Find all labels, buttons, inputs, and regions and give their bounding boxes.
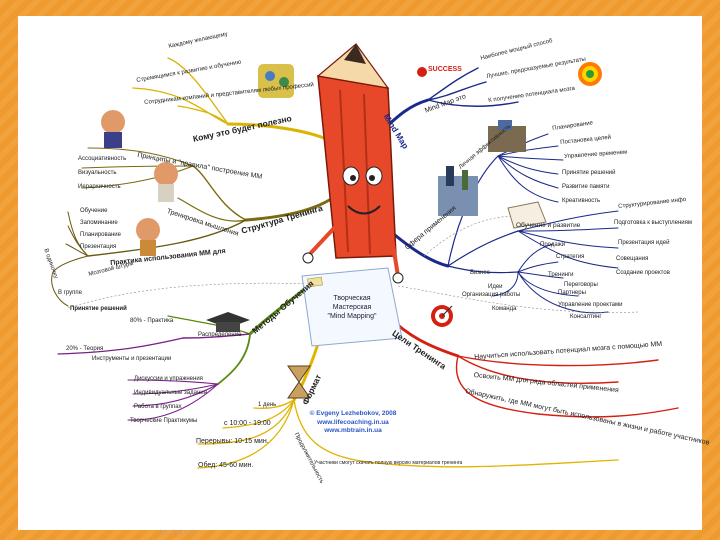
mind-map-canvas xyxy=(18,16,702,530)
leaf-scope-18: Продажи xyxy=(540,242,565,248)
leaf-structure-7: Планирование xyxy=(80,232,121,238)
leaf-scope-8: Обучение и развитие xyxy=(516,222,580,229)
rainbow-head-icon xyxy=(578,62,602,86)
leaf-scope-24: Управление проектами xyxy=(558,302,622,308)
leaf-scope-6: Развитие памяти xyxy=(562,184,610,190)
leaf-scope-5: Принятие решений xyxy=(562,170,616,176)
brain-reader-icon xyxy=(101,110,125,148)
leaf-structure-6: Запоминание xyxy=(80,220,118,226)
leaf-structure-12: В группе xyxy=(58,290,82,296)
credit-link-1: www.lifecoaching.in.ua xyxy=(298,419,408,428)
leaf-format-4: Обед: 45-60 мин. xyxy=(198,462,253,469)
leaf-scope-14: Переговоры xyxy=(564,282,598,288)
leaf-format-1: 1 день xyxy=(258,402,276,408)
graduation-cap-icon xyxy=(206,312,250,332)
pencil-character-icon xyxy=(303,44,403,283)
leaf-methods-1: 80% - Практика xyxy=(130,318,173,324)
mind-map-sheet: Творческая Мастерская "Mind Mapping" © E… xyxy=(18,16,702,530)
leaf-methods-5: Дискуссии и упражнения xyxy=(134,376,203,382)
leaf-scope-17: Организация работы xyxy=(462,292,520,298)
leaf-methods-8: Творческие Практикумы xyxy=(130,418,197,424)
brain-thinker-icon xyxy=(154,162,178,202)
leaf-scope-12: Совещания xyxy=(616,256,648,262)
leaf-methods-6: Индивидуальные задания xyxy=(134,390,207,396)
credit-name: © Evgeny Lezhebokov, 2008 xyxy=(298,410,408,419)
leaf-structure-3: Иерархичность xyxy=(78,184,121,190)
target-icon xyxy=(431,305,453,327)
leaf-methods-7: Работа в группах xyxy=(134,404,182,410)
leaf-scope-7: Креативность xyxy=(562,198,600,204)
credit-link-2: www.mbtrain.in.ua xyxy=(298,427,408,436)
leaf-scope-11: Презентация идей xyxy=(618,240,669,246)
leaf-format-6: Участники смогут скачать полную версию м… xyxy=(314,460,462,466)
leaf-scope-10: Подготовка к выступлениям xyxy=(614,220,692,226)
center-title-line-3: "Mind Mapping" xyxy=(316,312,388,321)
center-title: Творческая Мастерская "Mind Mapping" xyxy=(316,294,388,321)
success-logo-icon xyxy=(417,67,427,77)
leaf-structure-5: Обучение xyxy=(80,208,107,214)
footer-url: http://edu.ru/... xyxy=(160,530,199,536)
leaf-scope-23: Команда xyxy=(492,306,516,312)
brain-presenter-icon xyxy=(136,218,160,256)
leaf-scope-15: Консалтинг xyxy=(570,314,602,320)
tools-icon xyxy=(438,166,478,216)
leaf-scope-20: Тренинги xyxy=(548,272,574,278)
leaf-format-3: Перерывы: 10-15 мин. xyxy=(196,438,269,445)
leaf-methods-3: 20% - Теория xyxy=(66,346,103,352)
leaf-structure-13: Принятие решений xyxy=(70,306,127,312)
author-credit: © Evgeny Lezhebokov, 2008 www.lifecoachi… xyxy=(298,410,408,436)
leaf-scope-16: Бизнес xyxy=(470,270,490,276)
leaf-scope-21: Идеи xyxy=(488,284,503,290)
center-title-line-2: Мастерская xyxy=(316,303,388,312)
leaf-scope-22: Партнеры xyxy=(558,290,586,296)
success-logo-text: SUCCESS xyxy=(428,66,462,73)
leaf-scope-13: Создание проектов xyxy=(616,270,670,276)
leaf-structure-8: Презентация xyxy=(80,244,116,250)
leaf-scope-19: Стратегия xyxy=(556,254,584,260)
leaf-format-2: с 10:00 - 19:00 xyxy=(224,420,271,427)
leaf-structure-2: Визуальность xyxy=(78,170,116,176)
leaf-structure-1: Ассоциативность xyxy=(78,156,126,162)
leaf-methods-2: Распределение xyxy=(198,332,241,338)
leaf-methods-4: Инструменты и презентации xyxy=(92,356,171,362)
center-title-line-1: Творческая xyxy=(316,294,388,303)
